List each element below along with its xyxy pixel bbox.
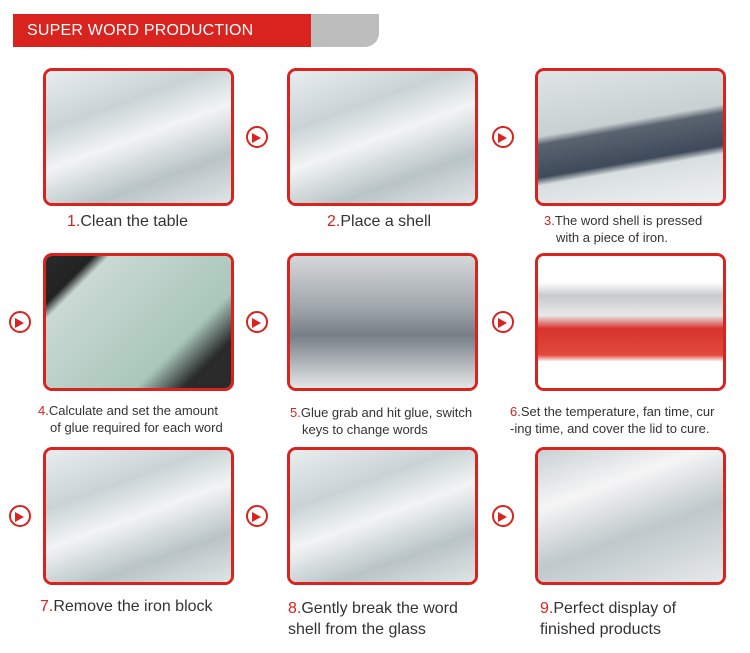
step-6-photo [535,253,726,391]
step-6-caption: 6.Set the temperature, fan time, cur-ing… [510,404,715,436]
step-8-photo [287,447,478,585]
step-5-photo [287,253,478,391]
step-2-photo [287,68,478,206]
step-4-photo [43,253,234,391]
chevron-right-circle-icon [246,311,268,333]
step-1-photo [43,68,234,206]
chevron-right-circle-icon [9,311,31,333]
chevron-right-circle-icon [9,505,31,527]
step-9-photo [535,447,726,585]
chevron-right-circle-icon [492,126,514,148]
chevron-right-circle-icon [246,505,268,527]
step-2-caption: 2.Place a shell [327,213,432,230]
banner-tab [311,14,379,47]
step-7-photo [43,447,234,585]
step-3-photo [535,68,726,206]
chevron-right-circle-icon [492,505,514,527]
chevron-right-circle-icon [492,311,514,333]
chevron-right-circle-icon [246,126,268,148]
section-banner: SUPER WORD PRODUCTION PROCESS [13,14,379,72]
step-7-caption: 7.Remove the iron block [40,598,213,615]
banner-title: SUPER WORD PRODUCTION PROCESS [13,14,311,72]
step-1-caption: 1.Clean the table [67,213,188,230]
